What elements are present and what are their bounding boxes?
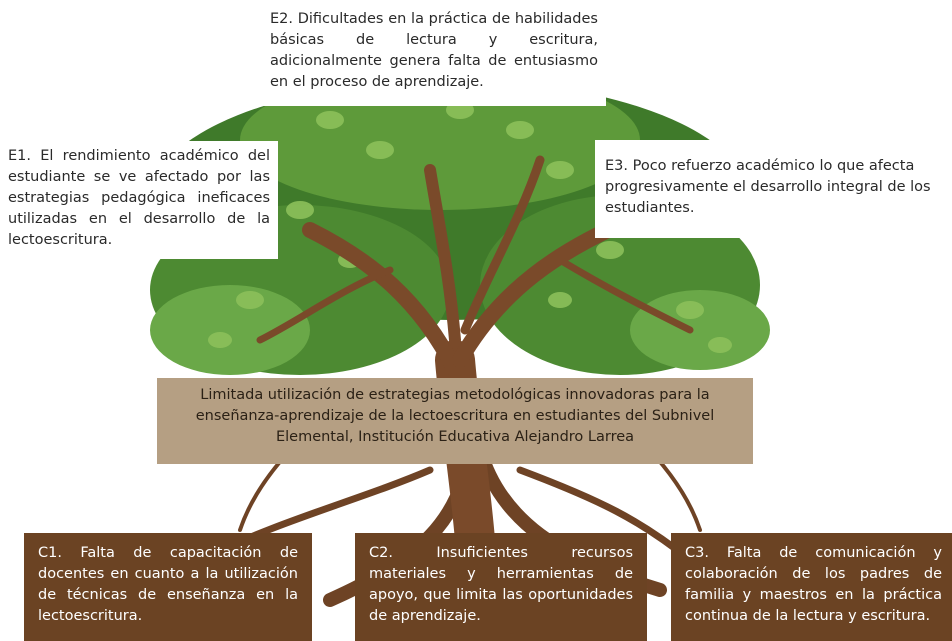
cause-c2-box: C2. Insuficientes recursos materiales y … [355,533,647,641]
central-problem-box: Limitada utilización de estrategias meto… [157,378,753,464]
effect-e3-box: E3. Poco refuerzo académico lo que afect… [595,140,952,238]
effect-e1-box: E1. El rendimiento académico del estudia… [0,141,278,259]
effect-e1-text: E1. El rendimiento académico del estudia… [8,148,270,248]
tree-foliage [150,70,770,375]
cause-c1-text: C1. Falta de capacitación de docentes en… [38,545,298,624]
cause-c3-box: C3. Falta de comunicación y colaboración… [671,533,952,641]
cause-c1-box: C1. Falta de capacitación de docentes en… [24,533,312,641]
effect-e2-text: E2. Dificultades en la práctica de habil… [270,11,598,90]
cause-c3-text: C3. Falta de comunicación y colaboración… [685,545,942,624]
cause-c2-text: C2. Insuficientes recursos materiales y … [369,545,633,624]
central-problem-text: Limitada utilización de estrategias meto… [195,387,715,445]
effect-e3-text: E3. Poco refuerzo académico lo que afect… [605,158,931,216]
effect-e2-box: E2. Dificultades en la práctica de habil… [262,8,606,106]
